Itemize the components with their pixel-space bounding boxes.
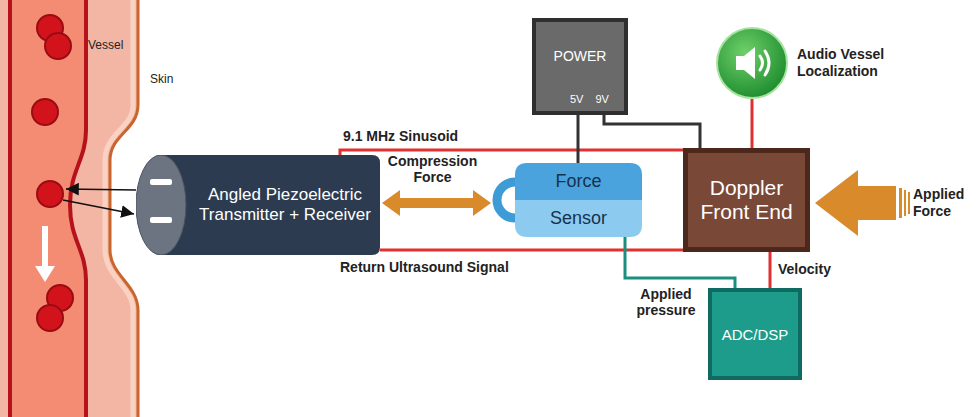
speaker-node: Audio Vessel Localization	[715, 26, 895, 100]
signal-label: Velocity	[778, 261, 831, 277]
transducer-label: Angled Piezoelectric Transmitter + Recei…	[198, 185, 372, 226]
power-title: POWER	[536, 48, 624, 65]
applied-force-arrow	[815, 170, 896, 236]
speaker-icon	[715, 26, 789, 100]
force-label: Applied Force	[913, 186, 975, 220]
vessel-wall	[8, 0, 12, 417]
transducer-body	[161, 155, 380, 255]
power-wire	[577, 115, 580, 163]
arrow-tail-stripe	[899, 188, 902, 218]
vessel-label: Vessel	[88, 38, 123, 52]
skin-surface	[110, 0, 138, 417]
electrode-mark	[150, 217, 172, 223]
signal-label: Return Ultrasound Signal	[340, 259, 509, 275]
ultrasound-beam	[66, 189, 136, 190]
force-sensor-label: Force Sensor	[537, 163, 621, 237]
pin-label: 5V	[570, 93, 583, 106]
speaker-cone	[744, 47, 755, 79]
blood-cell	[45, 33, 71, 59]
vessel-wall	[70, 0, 86, 417]
pin-label: 9V	[595, 93, 608, 106]
sensor-hook	[497, 182, 515, 218]
skin-label: Skin	[150, 72, 173, 86]
doppler-label: Doppler Front End	[691, 176, 803, 224]
audio-wire	[751, 99, 754, 148]
signal-label: 9.1 MHz Sinusoid	[343, 128, 458, 144]
sound-wave	[760, 56, 763, 70]
force-sensor-box: Force Sensor	[484, 163, 642, 237]
arrow-tail-stripe	[904, 190, 906, 216]
power-wire	[604, 115, 700, 148]
skin-tissue	[0, 0, 138, 417]
blood-cells	[32, 15, 73, 331]
electrode-mark	[150, 179, 172, 185]
ultrasound-echo	[63, 200, 134, 214]
blood-cell	[37, 181, 63, 207]
speaker-body	[736, 56, 744, 70]
power-box: POWER 5V 9V	[532, 18, 628, 115]
speaker-label: Audio Vessel Localization	[797, 46, 895, 81]
transducer-face	[136, 155, 186, 255]
sound-wave	[765, 51, 769, 75]
velocity-wire	[769, 252, 772, 288]
arrow-tail-stripe	[908, 192, 910, 214]
adc-box: ADC/DSP	[708, 288, 802, 380]
speaker-disc	[717, 28, 787, 98]
doppler-box: Doppler Front End	[683, 148, 810, 252]
blood-cell	[37, 305, 63, 331]
blood-cell	[32, 99, 58, 125]
signal-wire	[380, 249, 683, 252]
signal-label: Compression Force	[385, 153, 480, 185]
flow-arrow-head	[35, 266, 55, 282]
transducer-box: Angled Piezoelectric Transmitter + Recei…	[136, 155, 380, 255]
signal-label: Applied pressure	[627, 286, 705, 318]
vessel-lumen	[10, 0, 86, 417]
adc-label: ADC/DSP	[722, 326, 789, 343]
compression-arrow	[400, 198, 473, 208]
flow-arrow	[42, 226, 48, 268]
